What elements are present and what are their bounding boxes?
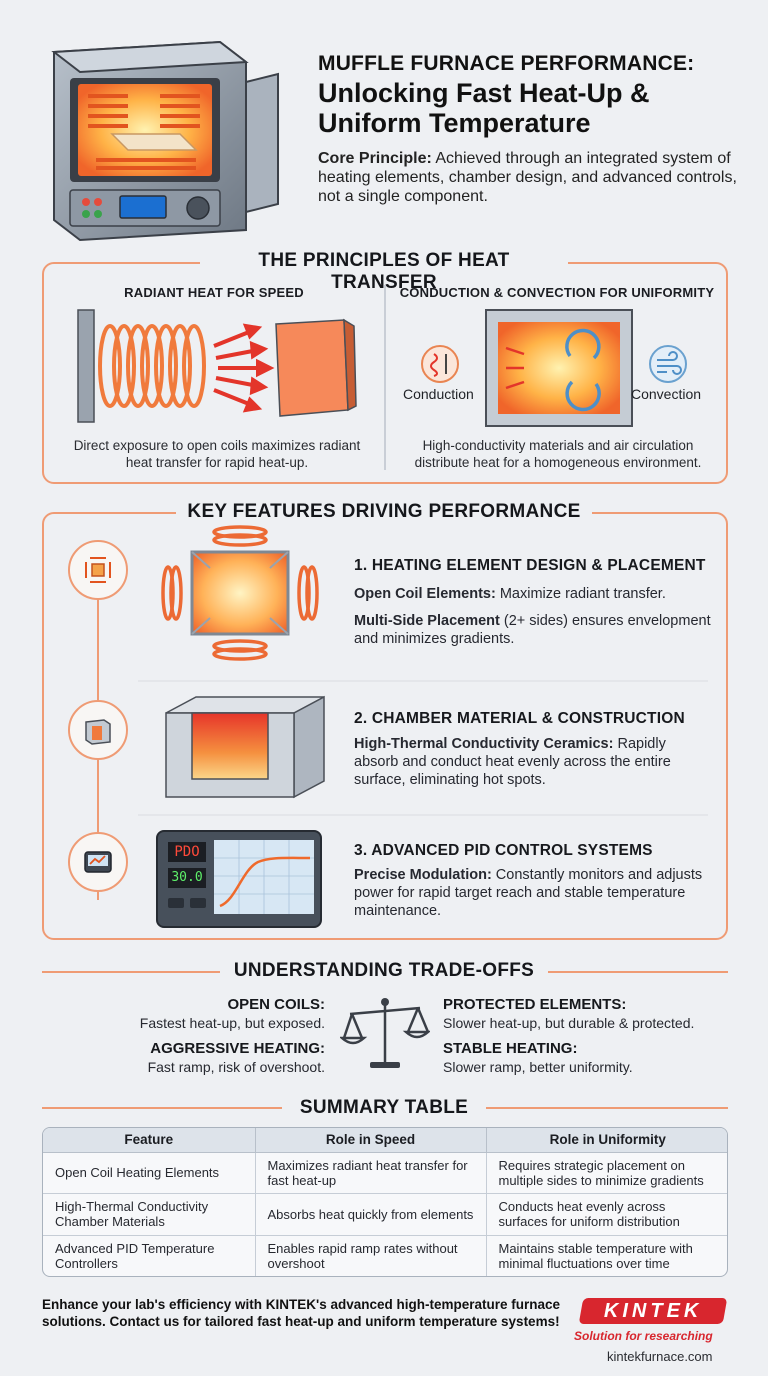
table-row: Open Coil Heating Elements Maximizes rad… — [43, 1152, 727, 1195]
conduction-label: Conduction — [403, 386, 474, 402]
table-header-row: Feature Role in Speed Role in Uniformity — [43, 1128, 727, 1153]
feature-2-title: 2. CHAMBER MATERIAL & CONSTRUCTION — [354, 710, 685, 727]
table-row: Advanced PID Temperature Controllers Ena… — [43, 1235, 727, 1276]
controller-icon — [84, 851, 112, 873]
feature-2-point-1: High-Thermal Conductivity Ceramics: Rapi… — [354, 735, 714, 789]
pid-controller-panel: PDO 30.0 — [156, 830, 322, 928]
feature-3-title: 3. ADVANCED PID CONTROL SYSTEMS — [354, 842, 653, 859]
heat-transfer-divider — [384, 285, 386, 470]
tradeoff-left-2-head: AGGRESSIVE HEATING: — [150, 1040, 325, 1057]
tradeoff-left-1-head: OPEN COILS: — [227, 996, 325, 1013]
table-cell: Maximizes radiant heat transfer for fast… — [255, 1152, 487, 1195]
heating-element-icon — [85, 557, 111, 583]
table-cell: Open Coil Heating Elements — [43, 1152, 256, 1195]
core-principle-text: Achieved through an integrated system of… — [318, 150, 737, 205]
table-row: High-Thermal Conductivity Chamber Materi… — [43, 1193, 727, 1236]
tradeoff-right-1-text: Slower heat-up, but durable & protected. — [443, 1015, 695, 1031]
heat-transfer-title: THE PRINCIPLES OF HEAT TRANSFER — [200, 250, 568, 294]
pid-display-top: PDO — [168, 842, 206, 862]
table-cell: Maintains stable temperature with minima… — [498, 1240, 693, 1271]
feature-divider-1 — [138, 680, 708, 682]
pid-button-2[interactable] — [190, 898, 206, 908]
uniformity-caption: High-conductivity materials and air circ… — [414, 438, 702, 470]
feature-1-point-2-label: Multi-Side Placement — [354, 613, 500, 629]
convection-icon — [649, 345, 687, 383]
feature-2-point-1-label: High-Thermal Conductivity Ceramics: — [354, 736, 614, 752]
feature-1-point-1-label: Open Coil Elements: — [354, 586, 496, 602]
tradeoff-left-2-text: Fast ramp, risk of overshoot. — [147, 1059, 325, 1075]
footer-cta: Enhance your lab's efficiency with KINTE… — [42, 1297, 561, 1329]
balance-scale-icon — [340, 998, 430, 1068]
table-cell: Enables rapid ramp rates without oversho… — [255, 1235, 487, 1276]
page-title-line2: Unlocking Fast Heat-Up & Uniform Tempera… — [318, 78, 650, 138]
tradeoff-left-1-text: Fastest heat-up, but exposed. — [139, 1015, 325, 1031]
feature-1-point-1-text: Maximize radiant transfer. — [495, 586, 666, 602]
page-title-line1: MUFFLE FURNACE PERFORMANCE: — [318, 52, 695, 75]
pid-display-bottom: 30.0 — [168, 868, 206, 888]
core-principle: Core Principle: Achieved through an inte… — [318, 149, 738, 206]
feature-3-point-1: Precise Modulation: Constantly monitors … — [354, 866, 714, 920]
feature-3-point-1-text: Constantly monitors and adjusts power fo… — [354, 867, 703, 919]
feature-2-point-1-text: Rapidly absorb and conduct heat evenly a… — [354, 736, 671, 788]
feature-2-badge — [68, 700, 128, 760]
conduction-convection-icon — [485, 309, 633, 427]
feature-1-point-2: Multi-Side Placement (2+ sides) ensures … — [354, 612, 714, 648]
table-header-feature: Feature — [43, 1128, 256, 1153]
pid-button-1[interactable] — [168, 898, 184, 908]
table-cell: Conducts heat evenly across surfaces for… — [486, 1193, 727, 1236]
website-link[interactable]: kintekfurnace.com — [607, 1349, 713, 1364]
tradeoff-right-2-head: STABLE HEATING: — [443, 1040, 578, 1057]
feature-1-badge — [68, 540, 128, 600]
table-header-speed: Role in Speed — [255, 1128, 487, 1153]
radiant-caption: Direct exposure to open coils maximizes … — [73, 438, 361, 470]
table-cell: Requires strategic placement on multiple… — [486, 1152, 727, 1195]
muffle-furnace-illustration — [51, 40, 279, 242]
core-principle-label: Core Principle: — [318, 150, 432, 167]
radiant-coil-icon — [77, 309, 357, 423]
kintek-logo[interactable]: KINTEK — [578, 1298, 728, 1324]
convection-label: Convection — [631, 386, 702, 402]
tradeoffs-title: UNDERSTANDING TRADE-OFFS — [220, 960, 548, 982]
ceramic-chamber-diagram — [165, 695, 325, 799]
radiant-heading: RADIANT HEAT FOR SPEED — [124, 285, 304, 300]
feature-3-point-1-label: Precise Modulation: — [354, 867, 492, 883]
summary-title: SUMMARY TABLE — [282, 1097, 486, 1119]
tradeoff-right-1-head: PROTECTED ELEMENTS: — [443, 996, 627, 1013]
feature-3-badge — [68, 832, 128, 892]
tradeoff-right-2-text: Slower ramp, better uniformity. — [443, 1059, 633, 1075]
table-cell: Absorbs heat quickly from elements — [255, 1193, 487, 1236]
feature-divider-2 — [138, 814, 708, 816]
table-header-uniformity: Role in Uniformity — [486, 1128, 727, 1153]
brand-tagline: Solution for researching — [574, 1329, 713, 1343]
summary-table: Feature Role in Speed Role in Uniformity… — [42, 1127, 728, 1277]
feature-1-point-2-text: (2+ sides) ensures envelopment and minim… — [354, 613, 711, 647]
kintek-logo-text: KINTEK — [603, 1299, 703, 1322]
feature-1-title: 1. HEATING ELEMENT DESIGN & PLACEMENT — [354, 557, 706, 574]
pid-curve-graph — [214, 840, 314, 914]
features-title: KEY FEATURES DRIVING PERFORMANCE — [176, 501, 592, 523]
conduction-icon — [421, 345, 459, 383]
uniformity-heading: CONDUCTION & CONVECTION FOR UNIFORMITY — [399, 285, 715, 300]
chamber-block-icon — [85, 719, 111, 745]
multi-side-coil-diagram — [161, 525, 319, 661]
table-cell: High-Thermal Conductivity Chamber Materi… — [43, 1193, 256, 1236]
table-cell: Advanced PID Temperature Controllers — [43, 1235, 256, 1276]
feature-1-point-1: Open Coil Elements: Maximize radiant tra… — [354, 585, 714, 603]
